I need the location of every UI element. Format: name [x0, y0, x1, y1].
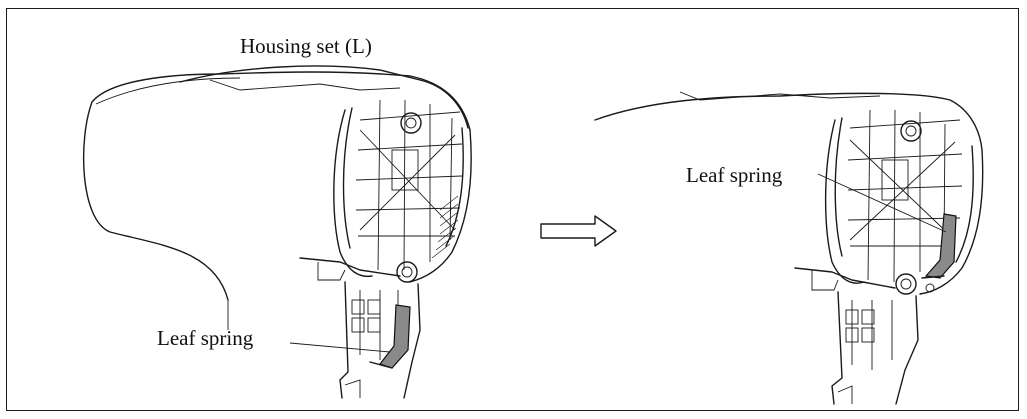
- housing-right: [594, 91, 984, 405]
- housing-set-label: Housing set (L): [240, 34, 372, 58]
- arrow-right-outline-icon: [540, 215, 617, 247]
- leaf-spring-right-part: [924, 213, 957, 279]
- leaf-spring-right-label: Leaf spring: [686, 163, 783, 187]
- leaf-spring-left-label: Leaf spring: [157, 326, 254, 350]
- housing-left: [82, 65, 472, 399]
- leaf-spring-left-part: [379, 304, 411, 369]
